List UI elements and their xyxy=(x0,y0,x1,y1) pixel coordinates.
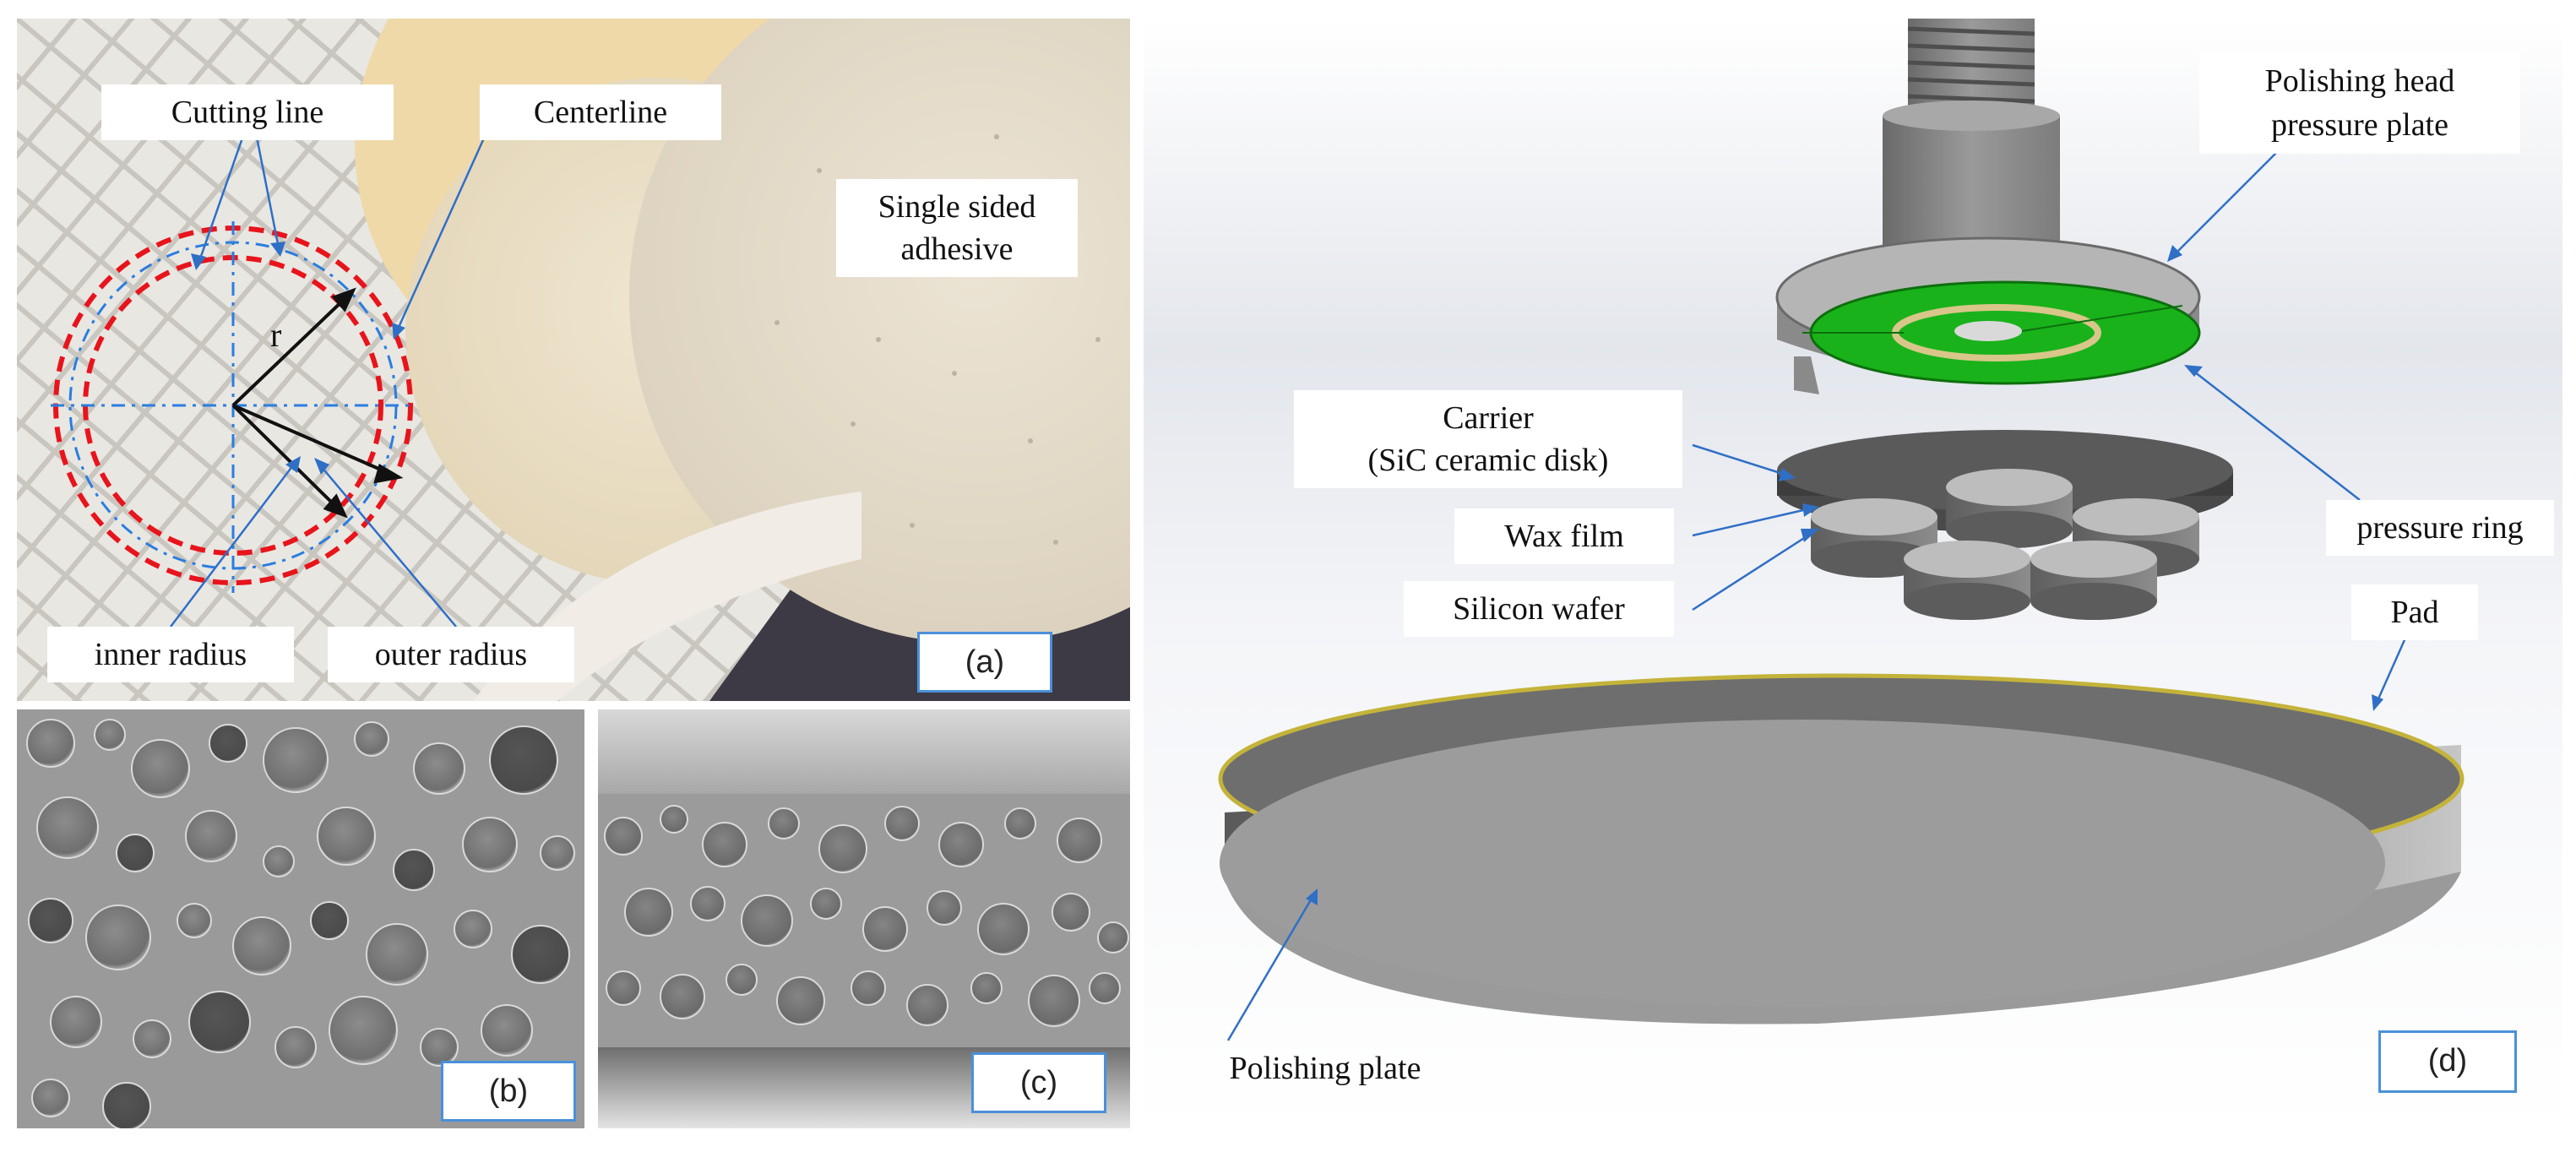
panel-d-tag: (d) xyxy=(2378,1030,2517,1093)
panel-c-tag: (c) xyxy=(971,1052,1106,1113)
panel-c-sem: (c) xyxy=(598,709,1130,1128)
panel-a-photo: r Cutting line Centerline Single sided a… xyxy=(17,19,1130,701)
panel-d-cad: Polishing head pressure plate Carrier (S… xyxy=(1144,19,2562,1128)
panel-a-tag: (a) xyxy=(917,632,1052,693)
sem-top-view-image xyxy=(17,709,584,1128)
threaded-shaft xyxy=(1883,19,2060,259)
wax-film-label: Wax film xyxy=(1454,508,1674,564)
pad-label: Pad xyxy=(2351,584,2478,640)
inner-radius-label: inner radius xyxy=(47,627,294,682)
polishing-plate-label: Polishing plate xyxy=(1229,1051,1421,1086)
silicon-wafer-label: Silicon wafer xyxy=(1404,581,1674,637)
silicon-wafers xyxy=(1811,469,2199,620)
outer-radius-label: outer radius xyxy=(328,627,574,682)
single-sided-adhesive-label: Single sided adhesive xyxy=(836,179,1078,277)
polishing-head-label: Polishing head pressure plate xyxy=(2199,52,2520,154)
cutting-line-label: Cutting line xyxy=(101,84,394,140)
panel-b-tag: (b) xyxy=(441,1061,576,1122)
cad-assembly-illustration xyxy=(1144,19,2562,1128)
panel-b-sem: (b) xyxy=(17,709,584,1128)
pressure-ring-label: pressure ring xyxy=(2326,500,2554,556)
radius-r-label: r xyxy=(270,316,281,354)
polishing-head xyxy=(1775,236,2201,394)
polishing-plate xyxy=(1218,673,2465,1024)
centerline-label: Centerline xyxy=(480,84,721,140)
carrier-label: Carrier (SiC ceramic disk) xyxy=(1294,390,1682,488)
